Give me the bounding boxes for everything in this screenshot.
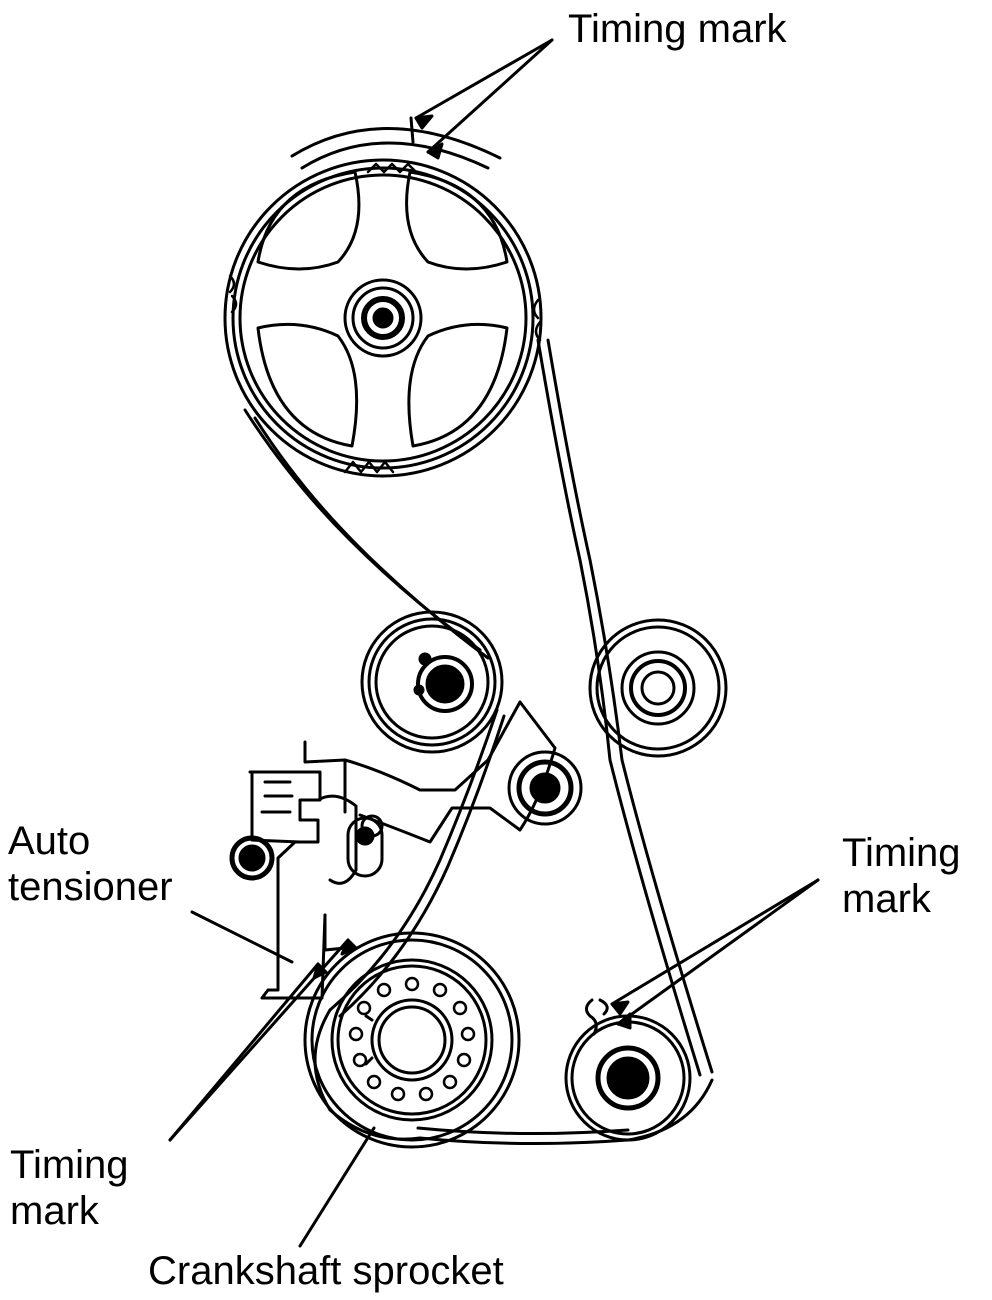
auto-tensioner-body: [229, 770, 384, 1000]
idler-pulley-upper: [360, 610, 504, 754]
timing-mark-left-label: Timing mark: [10, 1142, 129, 1234]
leader-lines: [168, 38, 820, 1248]
crankshaft-sprocket-label: Crankshaft sprocket: [148, 1248, 504, 1294]
timing-belt: [243, 338, 714, 1146]
timing-mark-top-text: Timing mark: [568, 7, 787, 51]
auto-tensioner-label: Auto tensioner: [8, 818, 173, 910]
auto-tensioner-line2: tensioner: [8, 865, 173, 909]
timing-mark-top-label: Timing mark: [568, 6, 787, 52]
crankshaft-sprocket-text: Crankshaft sprocket: [148, 1249, 504, 1293]
idler-pulley-right: [588, 618, 728, 758]
timing-mark-right-line2: mark: [842, 877, 931, 921]
camshaft-sprocket: [223, 116, 543, 478]
crankshaft-sprocket-drawing: [303, 931, 521, 1149]
tensioner-arm: [303, 700, 583, 844]
timing-mark-left-line1: Timing: [10, 1143, 129, 1187]
timing-mark-right-line1: Timing: [842, 831, 961, 875]
auto-tensioner-line1: Auto: [8, 819, 91, 863]
timing-mark-right-label: Timing mark: [842, 830, 961, 922]
timing-mark-left-line2: mark: [10, 1189, 99, 1233]
